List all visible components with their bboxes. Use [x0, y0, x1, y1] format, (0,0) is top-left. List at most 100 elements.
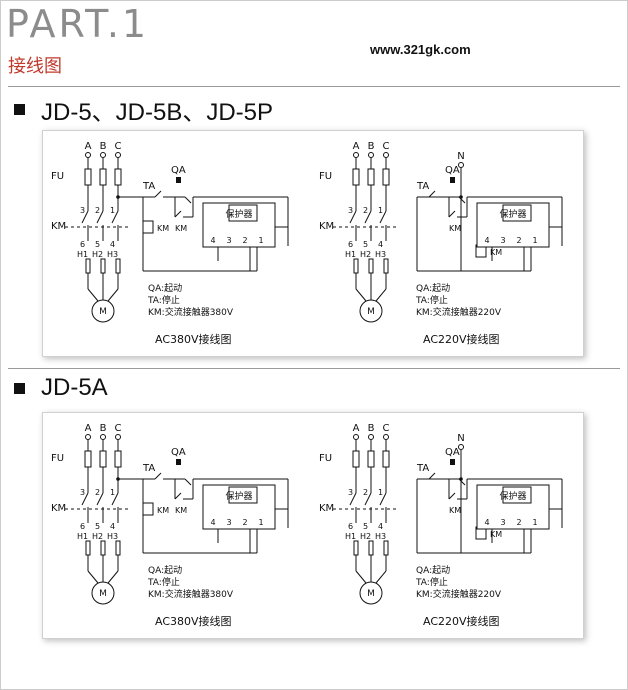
protector-terminal: 3 [500, 236, 505, 245]
fuse-label: FU [319, 453, 332, 464]
legend-contactor: KM:交流接触器380V [148, 306, 234, 318]
wire [154, 190, 162, 198]
phase-label-a: A [85, 423, 92, 434]
junction-dot [116, 477, 120, 481]
heater [100, 540, 106, 556]
wire [87, 570, 99, 584]
heater-label: H1 [345, 532, 356, 541]
wire [375, 288, 387, 302]
phase-label-b: B [368, 423, 375, 434]
terminal [353, 152, 359, 158]
heater-label: H3 [375, 532, 386, 541]
stop-label: TA [142, 181, 155, 192]
contactor-label: KM [319, 221, 334, 232]
wire [107, 570, 119, 584]
phase-label-a: A [353, 423, 360, 434]
wire [458, 196, 466, 204]
fuse [382, 168, 390, 186]
stop-label: TA [142, 463, 155, 474]
heater-label: H1 [77, 532, 88, 541]
heater [115, 540, 121, 556]
heater [383, 540, 389, 556]
heater [100, 258, 106, 274]
section-heading-jd5a: JD-5A [14, 374, 108, 402]
protector-label: 保护器 [499, 490, 526, 502]
protector-terminal: 1 [532, 236, 537, 245]
wire [96, 210, 104, 224]
wire [375, 570, 387, 584]
protector-terminal: 2 [516, 236, 521, 245]
terminal [85, 434, 91, 440]
heater [353, 258, 359, 274]
legend-start: QA:起动 [416, 565, 450, 576]
km-coil-label: KM [157, 506, 169, 515]
wire [349, 210, 357, 224]
fuse [84, 168, 92, 186]
section-title: JD-5、JD-5B、JD-5P [41, 99, 274, 126]
wire [448, 492, 456, 500]
phase-label-a: A [353, 141, 360, 152]
phase-label-c: C [115, 423, 122, 434]
wire [81, 210, 89, 224]
protector-terminal: 3 [500, 518, 505, 527]
fuse-label: FU [319, 171, 332, 182]
wire [428, 190, 436, 198]
wire [184, 196, 192, 204]
heater [85, 258, 91, 274]
website-link[interactable]: www.321gk.com [370, 42, 471, 57]
motor-icon [359, 299, 383, 323]
wire [154, 472, 162, 480]
fuse [99, 168, 107, 186]
neutral-label: N [457, 433, 464, 444]
terminal [368, 434, 374, 440]
protector-box [476, 202, 550, 248]
protector-box [202, 202, 276, 248]
terminal [100, 434, 106, 440]
terminal-number: 2 [363, 488, 368, 497]
wire [111, 210, 119, 224]
phase-label-c: C [383, 141, 390, 152]
fuse [352, 168, 360, 186]
terminal-number: 4 [110, 522, 115, 531]
part-title: PART.1 [6, 2, 150, 46]
section-subtitle: 接线图 [8, 56, 62, 77]
legend-stop: TA:停止 [147, 294, 180, 306]
wire [184, 478, 192, 486]
protector-terminal: 4 [210, 236, 215, 245]
terminal-number: 2 [363, 206, 368, 215]
fuse [367, 168, 375, 186]
heater-label: H2 [92, 532, 103, 541]
km-coil-label: KM [157, 224, 169, 233]
km-coil [142, 502, 154, 516]
fuse [99, 450, 107, 468]
stop-label: TA [416, 463, 429, 474]
protector-terminal: 4 [484, 518, 489, 527]
motor-label: M [367, 589, 375, 599]
terminal [383, 152, 389, 158]
wire [96, 492, 104, 506]
protector-label: 保护器 [499, 208, 526, 220]
start-button-icon [176, 177, 181, 183]
terminal-number: 4 [378, 240, 383, 249]
neutral-label: N [457, 151, 464, 162]
phase-label-b: B [100, 141, 107, 152]
km-contact-label: KM [449, 224, 461, 233]
protector-label: 保护器 [225, 490, 252, 502]
wire [174, 492, 182, 500]
km-contact-label: KM [449, 506, 461, 515]
legend-stop: TA:停止 [147, 576, 180, 588]
terminal-number: 3 [80, 488, 85, 497]
protector-label-box [228, 486, 258, 504]
terminal-number: 3 [348, 488, 353, 497]
fuse [114, 450, 122, 468]
heater [85, 540, 91, 556]
terminal [368, 152, 374, 158]
protector-terminal: 2 [242, 236, 247, 245]
terminal-number: 5 [363, 522, 368, 531]
diagram-caption: AC220V接线图 [423, 332, 500, 346]
heater [115, 258, 121, 274]
